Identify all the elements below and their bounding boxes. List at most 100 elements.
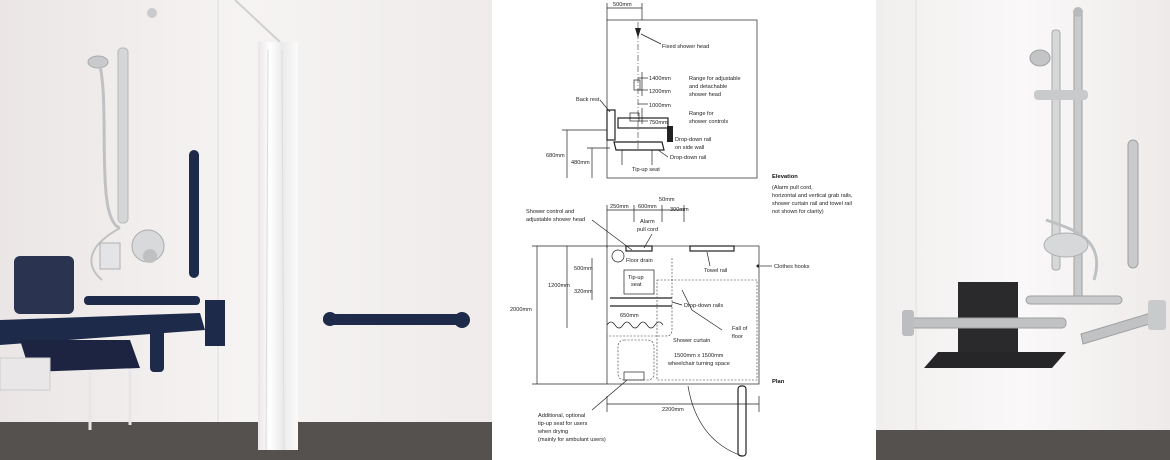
- horizontal-grab-rail: [1025, 295, 1123, 305]
- label-fall-of-floor: Fall of: [732, 326, 748, 332]
- label-additional-seat-2: tip-up seat for users: [538, 421, 588, 427]
- rail-mount-icon: [902, 310, 914, 336]
- dim-plan-2000mm: 2000mm: [510, 307, 532, 313]
- dropdown-rail-left: [905, 317, 1067, 329]
- dim-680mm: 680mm: [546, 153, 565, 159]
- right-shower-photo: [876, 0, 1170, 460]
- label-additional-seat-4: (mainly for ambulant users): [538, 437, 606, 443]
- seat-frame: [0, 357, 51, 391]
- ceiling-fixture-icon: [1073, 7, 1083, 17]
- dim-500mm-top: 500mm: [613, 2, 632, 8]
- clothes-hook-icon: [756, 264, 760, 268]
- elevation-note-2: horizontal and vertical grab rails,: [772, 193, 853, 199]
- label-range-adjustable-3: shower head: [689, 92, 721, 98]
- left-shower-photo: [0, 0, 492, 460]
- floor: [876, 430, 1170, 460]
- plan-view: 250mm 600mm 50mm 300mm Shower control an…: [510, 197, 810, 457]
- drawing-svg: 500mm Fixed shower head 1400mm 1200mm 10…: [510, 2, 853, 457]
- label-dropdown-side-2: on side wall: [675, 145, 704, 151]
- rail-mount-icon: [1148, 300, 1166, 330]
- mixer-valve-icon: [1043, 232, 1089, 258]
- dim-plan-650mm: 650mm: [620, 313, 639, 319]
- dim-1000mm: 1000mm: [649, 103, 671, 109]
- label-additional-seat-3: when drying: [537, 429, 568, 435]
- dim-plan-320mm: 320mm: [574, 289, 593, 295]
- label-dropdown-rails: Drop-down rails: [684, 303, 723, 309]
- dropdown-rail-leg: [150, 318, 164, 372]
- label-towel-rail: Towel rail: [704, 268, 727, 274]
- towel-rail-shape: [689, 245, 735, 252]
- side-rail-bracket: [667, 126, 673, 142]
- elevation-note-4: not shown for clarity): [772, 209, 824, 215]
- mixer-knob-icon: [143, 249, 157, 263]
- right-photo-illustration: [876, 0, 1170, 460]
- plan-room-outline: [606, 245, 760, 385]
- floor: [0, 422, 492, 460]
- riser-rail: [117, 47, 129, 224]
- control-plate: [99, 242, 121, 270]
- label-tipup-seat: Tip-up seat: [632, 167, 660, 173]
- label-clothes-hooks: Clothes hooks: [774, 264, 810, 270]
- dim-plan-1200mm: 1200mm: [548, 283, 570, 289]
- wall-bracket: [205, 300, 225, 346]
- label-dropdown-side: Drop-down rail: [675, 137, 711, 143]
- label-shower-curtain: Shower curtain: [673, 338, 710, 344]
- label-fixed-shower-head: Fixed shower head: [662, 44, 709, 50]
- wall: [876, 0, 1170, 460]
- label-floor-drain: Floor drain: [626, 258, 653, 264]
- elevation-view: 500mm Fixed shower head 1400mm 1200mm 10…: [546, 2, 853, 215]
- ceiling-fixture-icon: [147, 8, 157, 18]
- tip-up-seat: [924, 352, 1066, 368]
- label-turning-space: 1500mm x 1500mm: [674, 353, 724, 359]
- label-range-adjustable: Range for adjustable: [689, 76, 741, 82]
- label-back-rest: Back rest: [576, 97, 600, 103]
- dim-1200mm: 1200mm: [649, 89, 671, 95]
- curtain-rail: [234, 0, 281, 43]
- plan-heading: Plan: [772, 379, 785, 385]
- label-plan-tipup-2: seat: [631, 282, 642, 288]
- elevation-rail-box: [617, 117, 669, 129]
- label-shower-control-2: adjustable shower head: [526, 217, 585, 223]
- dim-1400mm: 1400mm: [649, 76, 671, 82]
- label-alarm: Alarm: [640, 219, 655, 225]
- label-shower-control: Shower control and: [526, 209, 574, 215]
- plan-control-bar: [625, 245, 653, 252]
- label-turning-space-2: wheelchair turning space: [667, 361, 730, 367]
- left-photo-illustration: [0, 0, 492, 460]
- dim-600mm: 600mm: [638, 204, 657, 210]
- label-plan-tipup: Tip-up: [628, 275, 644, 281]
- elevation-note-3: shower curtain rail and towel rail: [772, 201, 852, 207]
- vertical-grab-rail: [1127, 139, 1139, 269]
- thermostatic-bar: [1034, 90, 1088, 100]
- rail-mount-icon: [454, 312, 470, 328]
- right-wall-grab-rail: [323, 314, 469, 325]
- plan-door-leaf: [737, 385, 747, 457]
- riser-rail: [1073, 9, 1083, 301]
- label-dropdown-rail: Drop-down rail: [670, 155, 706, 161]
- optional-seat-outline: [617, 339, 655, 381]
- shower-head-icon: [87, 55, 109, 69]
- plan-tipup-seat: [623, 269, 655, 295]
- dim-plan-500mm: 500mm: [574, 266, 593, 272]
- shower-curtain-line: [607, 258, 673, 337]
- floor-drain-icon: [611, 249, 625, 263]
- label-alarm-2: pull cord: [637, 227, 658, 233]
- dim-750mm: 750mm: [649, 120, 668, 126]
- label-additional-seat: Additional, optional: [538, 413, 585, 419]
- wall: [0, 0, 492, 460]
- shower-hose: [98, 65, 121, 230]
- shower-curtain: [258, 42, 298, 450]
- horizontal-grab-rail: [84, 296, 200, 305]
- door-swing-arc: [687, 385, 743, 457]
- turning-space: [656, 279, 758, 381]
- shower-head-icon: [1029, 49, 1051, 67]
- rail-mount-icon: [323, 312, 337, 326]
- label-range-adjustable-2: and detachable: [689, 84, 727, 90]
- back-rest-shape: [606, 109, 616, 141]
- elevation-heading: Elevation: [772, 174, 798, 180]
- shower-hose-lower: [90, 227, 121, 281]
- dim-300mm: 300mm: [670, 207, 689, 213]
- technical-drawing: 500mm Fixed shower head 1400mm 1200mm 10…: [492, 0, 876, 460]
- back-rest: [14, 256, 74, 314]
